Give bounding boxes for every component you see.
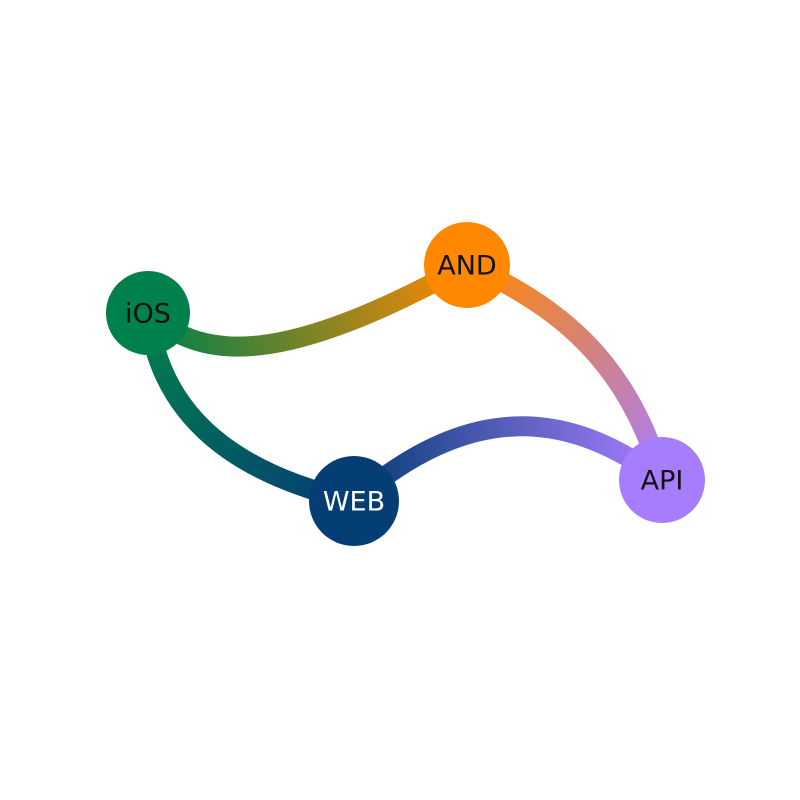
edge-ios-and xyxy=(141,256,472,357)
node-api-circle xyxy=(619,437,705,523)
edge-api-web xyxy=(347,416,669,509)
node-ios-circle xyxy=(106,271,190,355)
node-ios: iOS xyxy=(106,271,190,355)
node-web: WEB xyxy=(309,456,399,546)
edge-and-api xyxy=(463,255,672,483)
node-api-label: API xyxy=(641,466,684,497)
node-and: AND xyxy=(424,222,510,308)
node-web-circle xyxy=(309,456,399,546)
node-and-circle xyxy=(424,222,510,308)
node-and-label: AND xyxy=(437,251,496,282)
node-ios-label: iOS xyxy=(125,299,171,330)
node-web-label: WEB xyxy=(323,487,385,518)
node-api: API xyxy=(619,437,705,523)
